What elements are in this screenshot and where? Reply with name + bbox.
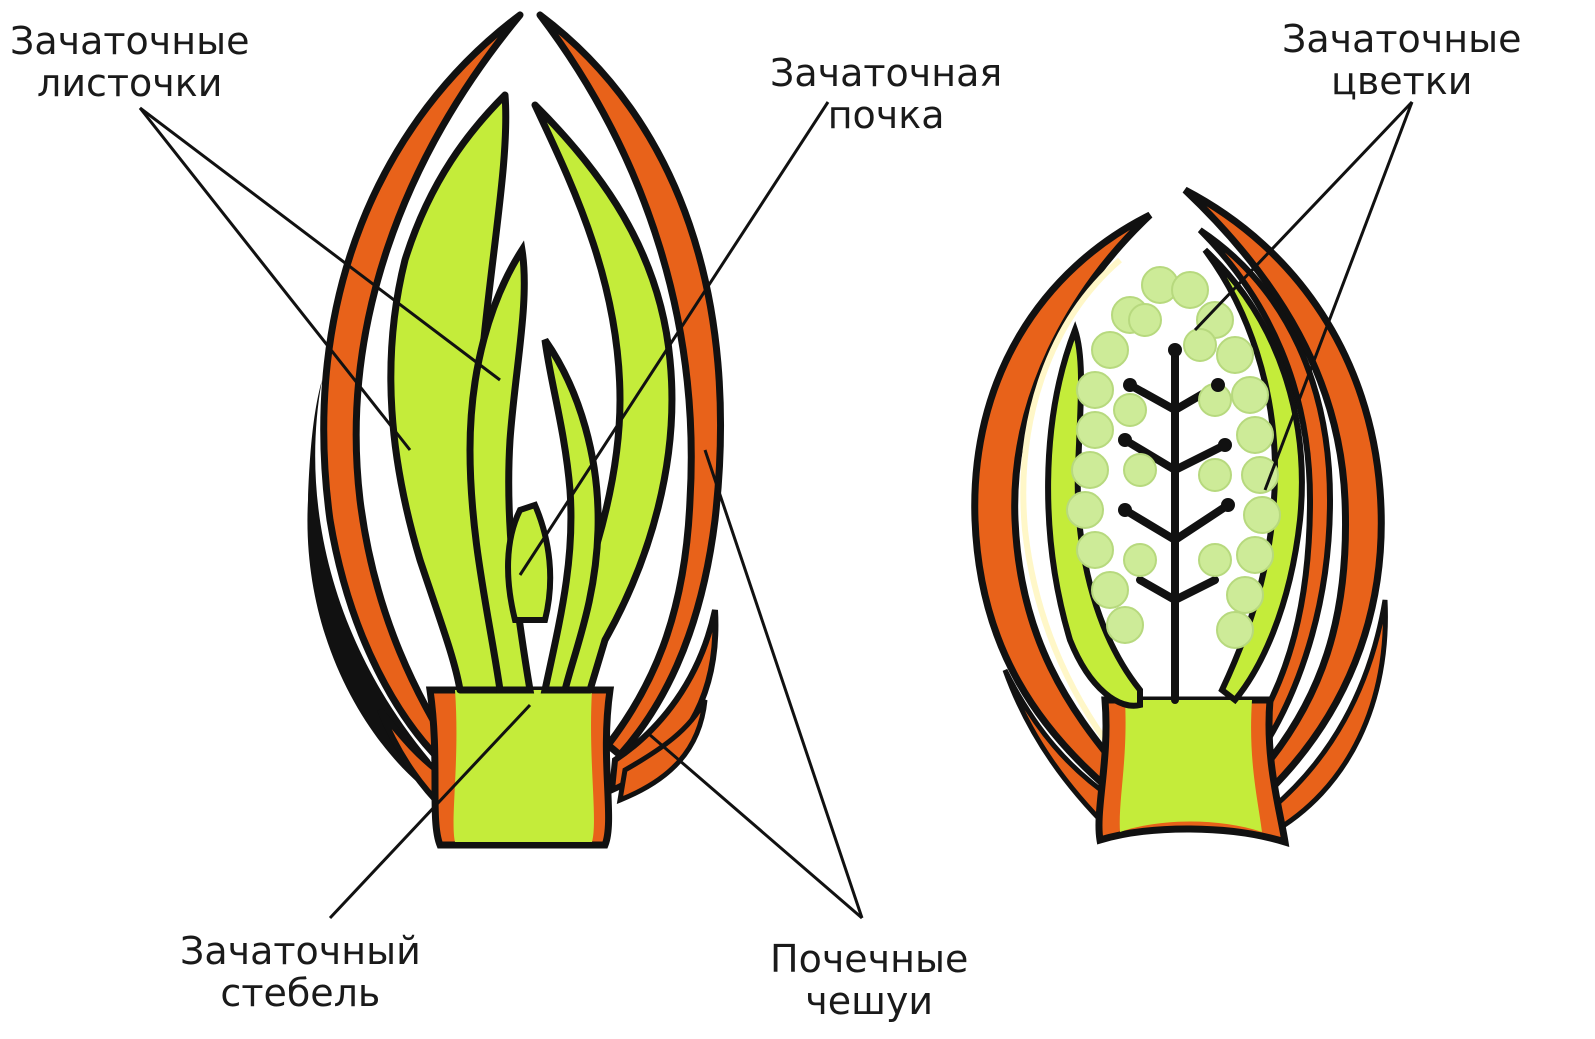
label-embryonic-flowers-line2: цветки <box>1282 60 1521 102</box>
label-embryonic-stem-line2: стебель <box>180 972 421 1014</box>
label-embryonic-stem: Зачаточный стебель <box>180 930 421 1014</box>
label-embryonic-leaves-line1: Зачаточные <box>10 20 249 62</box>
flower-bud-base-core <box>1120 700 1262 832</box>
label-embryonic-bud-line1: Зачаточная <box>770 52 1002 94</box>
label-embryonic-leaves: Зачаточные листочки <box>10 20 249 104</box>
label-bud-scales: Почечные чешуи <box>770 938 968 1022</box>
label-embryonic-stem-line1: Зачаточный <box>180 930 421 972</box>
label-bud-scales-line1: Почечные <box>770 938 968 980</box>
pointer-scales-1 <box>705 450 862 918</box>
flower-bud <box>975 190 1386 842</box>
label-embryonic-flowers-line1: Зачаточные <box>1282 18 1521 60</box>
label-embryonic-leaves-line2: листочки <box>10 62 249 104</box>
label-embryonic-bud: Зачаточная почка <box>770 52 1002 136</box>
label-embryonic-flowers: Зачаточные цветки <box>1282 18 1521 102</box>
label-embryonic-bud-line2: почка <box>770 94 1002 136</box>
label-bud-scales-line2: чешуи <box>770 980 968 1022</box>
